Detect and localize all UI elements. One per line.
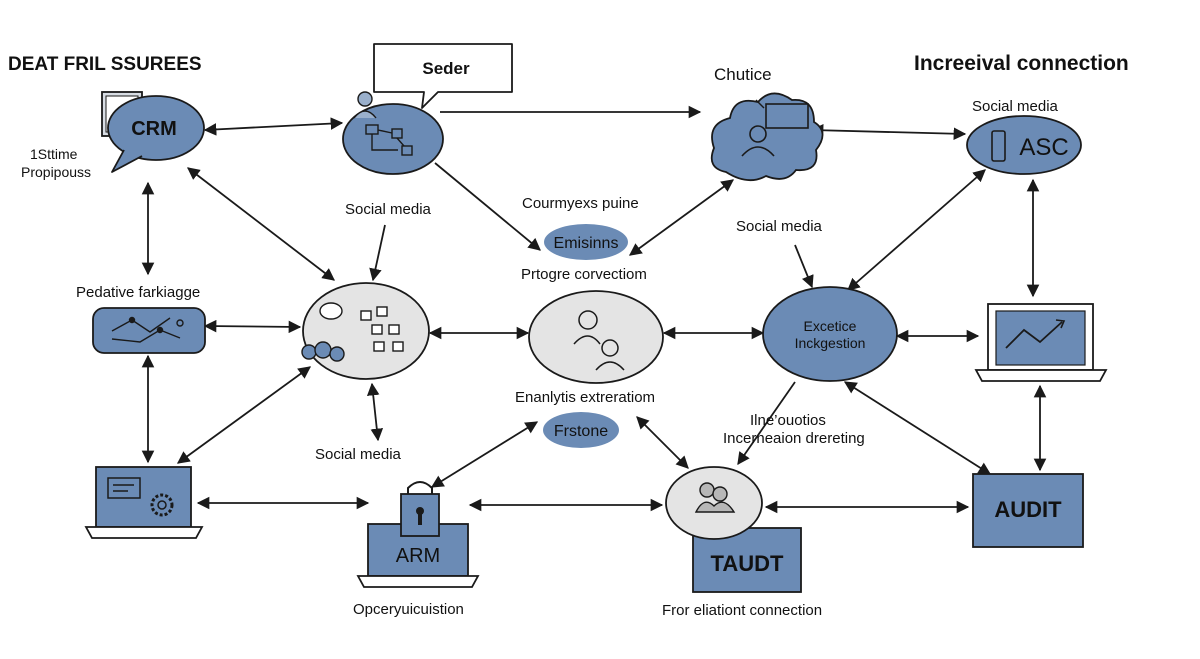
asc-label: ASC [1019,134,1068,161]
ilne-label-line2: Incerneaion drereting [723,430,865,447]
arrow-seder-centerleft [369,224,386,282]
social-media-upper-left: Social media [345,201,431,218]
social-media-lower: Social media [315,446,401,463]
excetice-label-line2: Inckgestion [795,335,866,351]
title-left: DEAT FRIL SSUREES [8,54,202,75]
message-icon [107,477,141,499]
arrow-excetice-ilne [737,381,796,466]
seder-network-node [342,91,444,175]
fror-label: Fror eliationt connection [662,602,823,619]
frstone-label: Frstone [554,423,608,440]
chutice-node [710,92,824,182]
social-media-top-right: Social media [972,98,1058,115]
arrow-arm-frstone [430,421,539,488]
taudt-node: TAUDT [665,466,802,593]
emisinns-node: Emisinns [544,224,628,260]
group-icon [301,341,345,362]
asc-node: ASC [966,115,1082,175]
excetice-label-line1: Excetice [804,318,857,334]
arrow-excetice-audit [843,381,992,475]
arrow-centerleft-lower [366,382,384,442]
phone-icon [991,130,1006,162]
person-icon-a [578,310,598,330]
crm-note-line2: Propipouss [21,164,92,180]
arrow-pedative-centerleft [203,319,302,334]
arrow-crm-seder [203,117,344,136]
user-icon [749,125,767,143]
person-icon-b [601,339,619,357]
seder-node: Seder [373,43,513,109]
connectors [141,105,1047,514]
arm-node: ARM [356,481,480,588]
chutice-label: Chutice [714,65,772,84]
laptop-right-node [974,303,1108,382]
arrow-chutice-excetice [794,244,814,289]
excetice-node: Excetice Inckgestion [762,286,898,382]
taudt-label: TAUDT [711,551,784,576]
frstone-node: Frstone [543,412,619,448]
arrow-crm-centerleft [187,167,335,281]
audit-node: AUDIT [972,473,1084,548]
arrow-chutice-emisinns [628,179,735,256]
center-left-node [301,282,430,380]
arrow-laptopleft-centerleft [176,366,312,464]
gear-icon [150,493,174,517]
team-icon [694,482,736,513]
chat-icon [319,302,343,320]
ilne-label-line1: Ilne’ouotios [750,412,826,429]
audit-label: AUDIT [994,497,1062,522]
person-icon [357,91,373,107]
operyu-label: Opceryuicuistion [353,601,464,618]
seder-label: Seder [422,59,470,78]
crm-node: CRM [101,91,205,173]
courmyexs-label: Courmyexs puine [522,195,639,212]
arrow-asc-excetice [847,169,986,291]
trend-chart-icon [1005,321,1063,349]
arrow-seder-emisinns [434,162,541,251]
prtogre-label: Prtogre corvectiom [521,266,647,283]
workflow-icon [111,316,184,343]
pedative-node [92,307,206,354]
flowchart-icon [365,124,413,156]
arm-label: ARM [396,545,440,567]
title-right: Increeival connection [914,52,1129,75]
crm-label: CRM [131,118,177,140]
crm-note-line1: 1Sttime [30,146,78,162]
arrow-frstone-taudt [636,416,689,469]
social-media-upper-mid: Social media [736,218,822,235]
emisinns-label: Emisinns [554,235,619,252]
arrow-chutice-asc [810,123,967,141]
center-mid-node [528,290,664,384]
pedative-label: Pedative farkiagge [76,284,201,301]
laptop-left-node [84,466,204,539]
enanlytis-label: Enanlytis extreratiom [515,389,656,406]
hierarchy-icon [360,306,404,352]
